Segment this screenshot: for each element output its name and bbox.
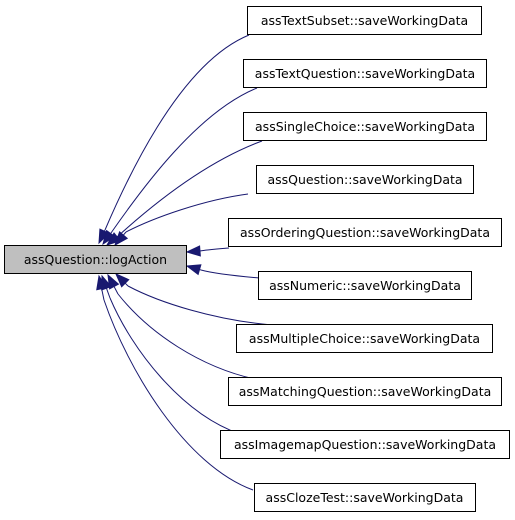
root-node-logaction[interactable]: assQuestion::logAction: [4, 245, 187, 274]
call-edge-connector: [101, 288, 105, 301]
call-edge: [185, 245, 230, 257]
arrowhead-icon: [105, 232, 122, 246]
caller-node-label: assNumeric::saveWorkingData: [269, 278, 461, 293]
arrowhead-icon: [115, 273, 130, 288]
caller-node-box: [228, 218, 502, 247]
call-edge-line: [109, 297, 241, 435]
arrowhead-icon: [185, 264, 202, 276]
caller-node-assorderingquestion[interactable]: assOrderingQuestion::saveWorkingData: [228, 218, 502, 247]
caller-node-assnumeric[interactable]: assNumeric::saveWorkingData: [258, 271, 472, 300]
caller-node-box: [254, 483, 476, 512]
arrowhead-icon: [102, 229, 116, 246]
caller-node-label: assMatchingQuestion::saveWorkingData: [239, 384, 492, 399]
caller-node-assimagemapquestion[interactable]: assImagemapQuestion::saveWorkingData: [220, 430, 510, 459]
caller-node-box: [258, 271, 472, 300]
edges: [96, 34, 273, 491]
caller-node-label: assOrderingQuestion::saveWorkingData: [240, 225, 490, 240]
caller-node-assquestion[interactable]: assQuestion::saveWorkingData: [256, 165, 474, 194]
call-edge-line: [116, 140, 263, 238]
caller-node-assclozetest[interactable]: assClozeTest::saveWorkingData: [254, 483, 476, 512]
call-edge: [105, 140, 263, 246]
caller-node-box: [236, 324, 493, 353]
call-edge: [185, 264, 261, 279]
caller-node-box: [256, 165, 474, 194]
call-edge-line: [199, 247, 230, 252]
caller-node-label: assMultipleChoice::saveWorkingData: [249, 331, 480, 346]
call-edge-connector: [124, 282, 129, 287]
caller-node-label: assQuestion::saveWorkingData: [267, 172, 462, 187]
call-edge-connector: [105, 288, 111, 299]
call-edge: [102, 87, 258, 246]
call-edge-line: [127, 285, 273, 326]
call-edge-line: [110, 87, 258, 234]
root-node-label: assQuestion::logAction: [24, 252, 167, 267]
call-edge-connector: [113, 286, 119, 295]
caller-node-label: assSingleChoice::saveWorkingData: [255, 119, 475, 134]
caller-node-asssinglechoice[interactable]: assSingleChoice::saveWorkingData: [243, 112, 487, 141]
arrowhead-icon: [96, 274, 108, 291]
caller-node-assmultiplechoice[interactable]: assMultipleChoice::saveWorkingData: [236, 324, 493, 353]
caller-node-label: assTextQuestion::saveWorkingData: [255, 66, 475, 81]
call-edge-line: [125, 193, 249, 233]
call-edge-line: [200, 269, 261, 279]
caller-node-asstextsubset[interactable]: assTextSubset::saveWorkingData: [247, 6, 482, 35]
caller-node-box: [243, 59, 487, 88]
caller-node-assmatchingquestion[interactable]: assMatchingQuestion::saveWorkingData: [228, 377, 502, 406]
call-edge-line: [117, 293, 260, 381]
call-edge: [114, 193, 249, 247]
call-edge: [96, 274, 254, 491]
caller-node-box: [220, 430, 510, 459]
call-edge-line: [103, 299, 254, 491]
caller-node-asstextquestion[interactable]: assTextQuestion::saveWorkingData: [243, 59, 487, 88]
caller-node-box: [228, 377, 502, 406]
caller-node-label: assTextSubset::saveWorkingData: [261, 13, 468, 28]
caller-node-box: [243, 112, 487, 141]
call-edge-connector: [123, 231, 127, 236]
call-edge: [115, 273, 273, 326]
root-node-box: [4, 245, 187, 274]
call-edge-line: [104, 34, 250, 231]
arrowhead-icon: [185, 245, 201, 257]
caller-node-label: assImagemapQuestion::saveWorkingData: [234, 437, 496, 452]
arrowhead-icon: [114, 230, 129, 247]
caller-node-box: [247, 6, 482, 35]
caller-node-label: assClozeTest::saveWorkingData: [266, 490, 464, 505]
